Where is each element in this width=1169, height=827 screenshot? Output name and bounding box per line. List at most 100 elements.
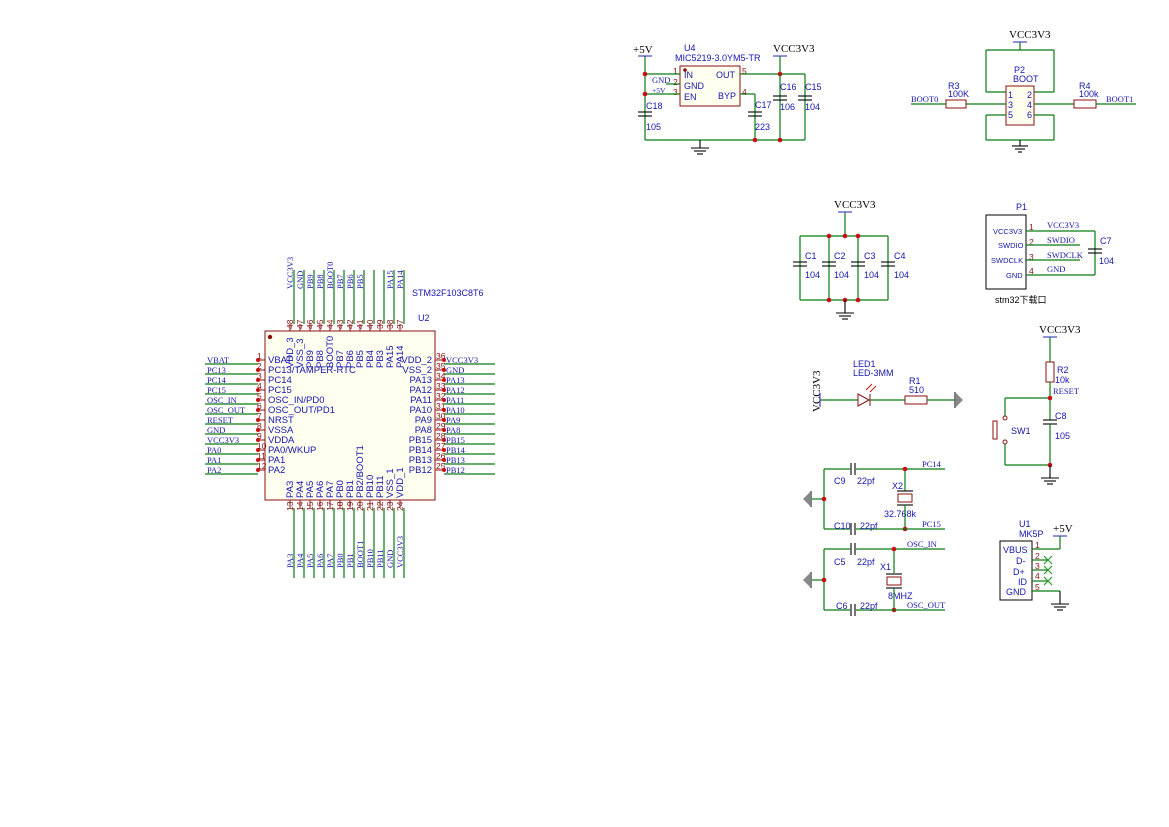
svg-text:VBUS: VBUS [1003,545,1028,555]
mcu-pin-name: PC13/TAMPER-RTC [268,365,356,376]
mcu-pin-num: 15 [305,501,315,511]
mcu-pin-num: 28 [436,431,446,441]
mcu-pin-net: PB0 [335,553,345,568]
mcu-pin-net: RESET [207,415,234,425]
mcu-pin-name: BOOT0 [325,336,336,368]
mcu-pin-name: PA11 [410,395,432,406]
mcu-pin-net: GND [446,365,464,375]
mcu-pin-net: PB8 [315,274,325,289]
mcu-pin-name: PB9 [305,350,316,368]
decoupling-block: VCC3V3 C1 104 C2 104 C3 104 C4 104 [793,199,909,320]
svg-text:C7: C7 [1100,236,1112,246]
mcu-part: STM32F103C8T6 [412,288,484,298]
svg-text:R2: R2 [1057,365,1069,375]
mcu-pin-num: 37 [395,319,405,329]
gnd-symbol [956,393,963,407]
mcu-pin-num: 39 [375,319,385,329]
mcu-pin-net: PB14 [446,445,466,455]
mcu-pin-num: 31 [436,401,446,411]
mcu-pin-name: VSSA [268,425,294,436]
svg-text:104: 104 [834,270,849,280]
mcu-pin-net: PC15 [207,385,226,395]
mcu-pin-net: PA0 [207,445,221,455]
svg-text:104: 104 [805,102,820,112]
mcu-pin-name: VDD_1 [395,467,406,498]
mcu-pin-net: VCC3V3 [207,435,239,445]
svg-text:VCC3V3: VCC3V3 [1047,220,1079,230]
mcu-pin-net: PB9 [305,274,315,289]
mcu-pin-name: PC15 [268,385,292,396]
mcu-pin-name: PB11 [375,475,386,498]
mcu-pin-num: 21 [365,501,375,511]
mcu-pin-net: PC14 [207,375,227,385]
svg-text:GND: GND [684,81,705,91]
mcu-pin-num: 44 [325,319,335,329]
crystal-32k-block: C9 22pf PC14 X2 32.768k C10 22pf PC15 [803,459,945,535]
svg-text:P1: P1 [1016,202,1027,212]
svg-text:OSC_IN: OSC_IN [907,539,937,549]
svg-text:C2: C2 [834,251,846,261]
mcu-pin-name: PB0 [335,480,346,498]
mcu-pin-name: PA2 [268,465,285,476]
mcu-pin-net: GND [385,550,395,568]
svg-text:GND: GND [1006,271,1023,280]
mcu-pin-net: PA15 [385,270,395,289]
mcu-pin-num: 5 [257,391,262,401]
mcu-bottom-pins: PA313PA3PA414PA4PA515PA5PA616PA6PA717PA7… [285,445,406,578]
svg-text:ID: ID [1018,577,1028,587]
svg-text:R4: R4 [1079,81,1091,91]
svg-text:1: 1 [1029,222,1034,232]
svg-text:VCC3V3: VCC3V3 [811,370,823,412]
mcu-pin-name: VDD_3 [285,337,296,368]
mcu-pin-num: 42 [345,319,355,329]
mcu-pin-num: 43 [335,319,345,329]
mcu-pin-name: VSS_2 [402,365,432,376]
mcu-pin-name: VSS_1 [385,468,396,498]
svg-text:4: 4 [1027,100,1032,110]
mcu-pin-num: 8 [257,421,262,431]
mcu-pin-name: PA1 [268,455,285,466]
svg-text:32.768k: 32.768k [884,509,917,519]
mcu-pin-num: 41 [355,319,365,329]
usb-body [999,540,1033,601]
mcu-pin-name: PB5 [355,350,366,368]
svg-text:6: 6 [1027,110,1032,120]
mcu-pin-num: 23 [385,501,395,511]
mcu-pin-name: OSC_IN/PD0 [268,395,325,406]
svg-text:GND: GND [652,75,670,85]
mcu-pin-net: PB12 [446,465,465,475]
mcu-pin-num: 30 [436,411,446,421]
svg-text:C15: C15 [805,82,822,92]
boot-block: VCC3V3 P2 BOOT 1 3 5 2 4 6 R3 100K BOOT0… [911,29,1136,153]
svg-text:stm32下载口: stm32下载口 [995,294,1047,305]
svg-text:4: 4 [1029,266,1034,276]
mcu-pin-net: PA3 [285,554,295,568]
svg-text:2: 2 [1027,90,1032,100]
svg-text:C8: C8 [1055,411,1067,421]
mcu-pin-net: PC13 [207,365,226,375]
mcu-pin-name: PA4 [295,481,306,498]
svg-text:OUT: OUT [716,70,736,80]
mcu-u2: STM32F103C8T6 U2 VBAT1VBATPC13/TAMPER-RT… [205,257,495,578]
svg-text:X2: X2 [892,481,903,491]
svg-text:GND: GND [1047,264,1065,274]
mcu-pin-net: OSC_OUT [207,405,246,415]
mcu-pin-num: 47 [295,319,305,329]
svg-text:GND: GND [1006,587,1027,597]
svg-text:BOOT0: BOOT0 [911,94,938,104]
reset-block: VCC3V3 R2 10k RESET C8 105 SW1 [992,324,1081,485]
mcu-pin-name: PA9 [415,415,432,426]
svg-text:4: 4 [742,87,747,97]
swd-block: P1 VCC3V3 SWDIO SWDCLK GND 1 2 3 4 VCC3V… [985,202,1114,305]
swd-body [985,214,1027,290]
svg-text:1: 1 [673,66,678,76]
svg-text:IN: IN [684,70,693,80]
mcu-pin-num: 1 [257,351,262,361]
mcu-pin-num: 19 [345,501,355,511]
mcu-pin-num: 18 [335,501,345,511]
mcu-pin-num: 7 [257,411,262,421]
mcu-pin-net: VCC3V3 [285,257,295,289]
mcu-pin-num: 2 [257,361,262,371]
